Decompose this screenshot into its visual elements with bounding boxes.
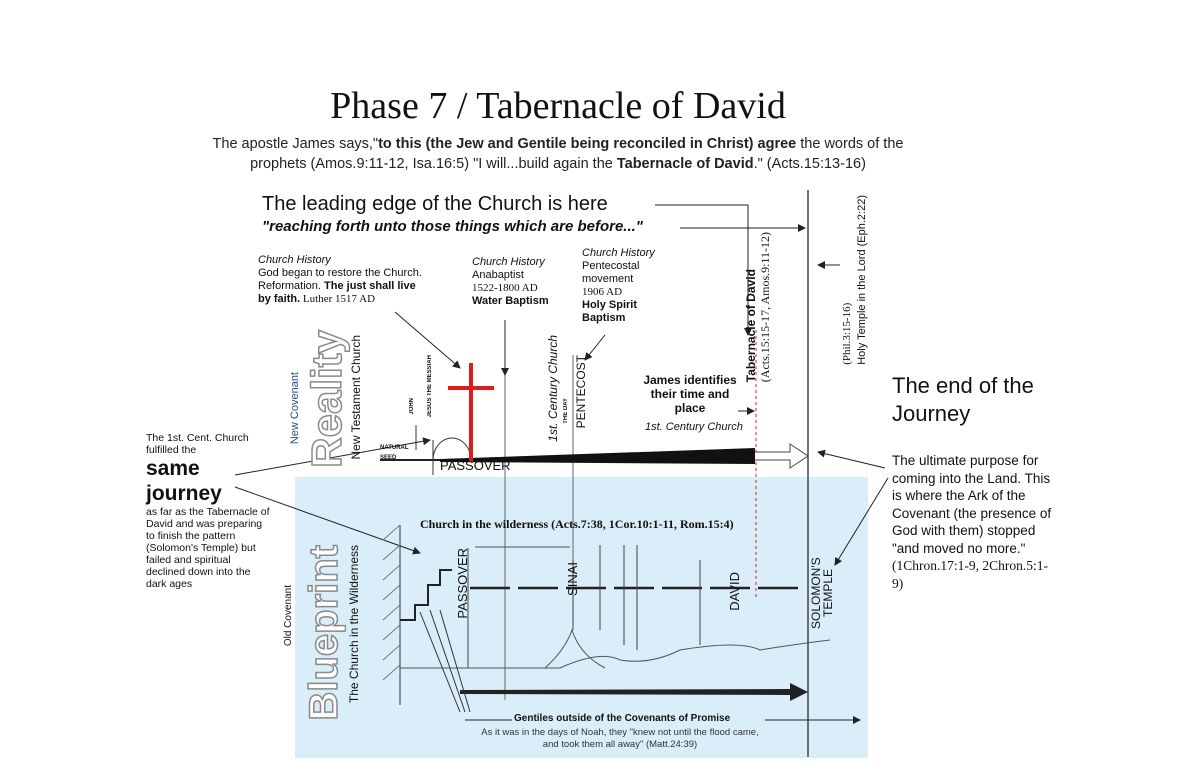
leading-edge-heading: The leading edge of the Church is here [262,193,608,215]
history-text: movement [582,273,634,285]
nt-church-label: New Testament Church [349,335,363,460]
old-covenant-label: Old Covenant [283,585,294,647]
page-title: Phase 7 / Tabernacle of David [330,85,786,127]
history-bold: Baptism [582,312,626,324]
history-text: 1522-1800 AD [472,282,538,294]
noah-line-1: As it was in the days of Noah, they "kne… [481,727,759,738]
history-text: Pentecostal [582,260,640,272]
stairs [400,569,452,621]
history-label: Church History [258,254,331,266]
passover-label: PASSOVER [440,458,511,473]
subtitle-bold: Tabernacle of David [616,156,754,172]
david-label: DAVID [727,572,742,611]
james-note: James identifies their time and place [643,373,737,415]
history-text: Anabaptist [472,269,524,281]
history-bold: The just shall live [324,280,416,292]
right-note-body: The ultimate purpose for coming into the… [892,453,1052,556]
ground-line [400,639,831,669]
phil-ref: (Phil.3:15-16) [841,302,853,365]
blueprint-label: Blueprint [301,544,347,721]
seed-label: SEED [380,455,397,461]
new-covenant-label: New Covenant [289,372,301,445]
left-note-intro: The 1st. Cent. Church fulfilled the [146,432,249,456]
subtitle-bold: to this (the Jew and Gentile being recon… [378,136,797,152]
history-bold: Water Baptism [472,295,549,307]
left-note-body: as far as the Tabernacle of David and wa… [146,506,270,590]
subtitle-text: the words of the [796,136,904,152]
hatching [382,524,401,681]
history-bold: Holy Spirit [582,299,638,311]
tabernacle-refs: (Acts.15:15-17, Amos.9:11-12) [758,232,772,383]
outline-arrow [755,443,809,469]
history-bold: by faith. [258,293,301,305]
subtitle-line-2: prophets (Amos.9:11-12, Isa.16:5) "I wil… [0,156,1116,172]
blueprint-panel [295,477,868,758]
church-history-reformation: Church History God began to restore the … [258,254,422,306]
sinai-label: SINAI [565,562,580,596]
first-century-label-2: 1st. Century Church [645,421,743,433]
left-note: The 1st. Cent. Church fulfilled the same… [146,432,271,590]
wilderness-church-label: The Church in the Wilderness [347,545,361,704]
reality-label: Reality [302,329,351,468]
first-century-label: 1st. Century Church [546,335,560,442]
natural-label: NATURAL [380,445,409,451]
sinai-mountain [544,628,606,669]
church-history-anabaptist: Church History Anabaptist 1522-1800 AD W… [472,256,549,308]
subtitle-text: ." (Acts.15:13-16) [753,156,866,172]
noah-quote: As it was in the days of Noah, they "kne… [470,727,770,751]
wilderness-passover-label: PASSOVER [455,548,470,619]
gentiles-label: Gentiles outside of the Covenants of Pro… [514,713,731,724]
history-text: 1906 AD [582,286,623,298]
subtitle-text: prophets (Amos.9:11-12, Isa.16:5) "I wil… [250,156,617,172]
solomon-temple-label: SOLOMON'S TEMPLE [809,557,835,629]
the-day-label: THE DAY [563,398,569,424]
tabernacle-label: Tabernacle of David(Acts.15:15-17, Amos.… [744,232,772,382]
wilderness-heading: Church in the wilderness (Acts.7:38, 1Co… [420,517,734,531]
arch [432,437,472,461]
left-note-same: same [146,457,200,480]
church-history-pentecostal: Church History Pentecostal movement 1906… [582,247,655,325]
history-text: Reformation. [258,280,325,292]
history-label: Church History [582,247,655,259]
leading-edge-arrow [655,204,752,336]
history-text: Luther 1517 AD [300,293,376,305]
tabernacle-title: Tabernacle of David [744,269,758,383]
subtitle-line-1: The apostle James says,"to this (the Jew… [0,136,1116,152]
john-label: JOHN [409,398,415,415]
noah-line-2: and took them all away" (Matt.24:39) [542,739,698,750]
holy-temple-label: (Phil.3:15-16)Holy Temple in the Lord (E… [840,195,870,365]
right-note-refs: (1Chron.17:1-9, 2Chron.5:1-9) [892,558,1048,591]
subtitle-text: The apostle James says," [212,136,379,152]
left-note-journey: journey [146,482,222,505]
history-label: Church History [472,256,545,268]
right-note: The ultimate purpose for coming into the… [892,452,1052,592]
blueprint-arrow [460,683,808,701]
history-text: God began to restore the Church. [258,267,422,279]
pentecost-label: PENTECOST [574,355,588,429]
holy-temple-text: Holy Temple in the Lord (Eph.2:22) [856,195,868,365]
end-of-journey-heading: The end of the Journey [892,373,1034,426]
leading-edge-quote: "reaching forth unto those things which … [262,218,643,235]
jesus-label: JESUS THE MESSIAH [427,355,433,418]
church-timeline-bar [440,448,755,464]
